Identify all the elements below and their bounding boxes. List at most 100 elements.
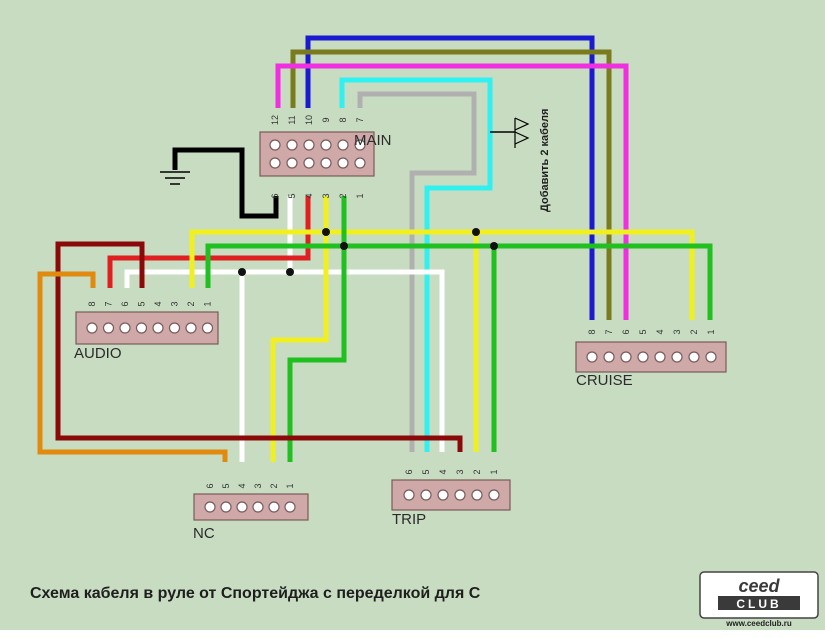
conn-main-pin-number: 10 bbox=[304, 115, 314, 125]
conn-main-pin-number: 1 bbox=[355, 193, 365, 198]
conn-main-pin bbox=[269, 139, 281, 151]
conn-audio-pin-number: 5 bbox=[137, 301, 147, 306]
conn-main-pin-number: 12 bbox=[270, 115, 280, 125]
wire-green bbox=[205, 196, 347, 288]
conn-audio-pin-number: 3 bbox=[170, 301, 180, 306]
junction-dot bbox=[238, 268, 246, 276]
conn-trip-pin-number: 1 bbox=[489, 469, 499, 474]
conn-trip-pin bbox=[420, 489, 432, 501]
conn-audio-pin-number: 1 bbox=[203, 301, 213, 306]
conn-cruise-pin-number: 7 bbox=[604, 329, 614, 334]
logo-word: ceed bbox=[738, 576, 780, 596]
conn-main-pin bbox=[269, 157, 281, 169]
conn-audio-pin bbox=[135, 322, 148, 334]
conn-cruise-pin-number: 4 bbox=[655, 329, 665, 334]
conn-audio-pin bbox=[119, 322, 131, 334]
conn-cruise-body bbox=[575, 341, 727, 373]
conn-nc-pin bbox=[236, 501, 248, 513]
wire-olive bbox=[290, 49, 612, 320]
conn-cruise-pin bbox=[671, 351, 683, 363]
conn-cruise-pin-number: 2 bbox=[689, 329, 699, 334]
added-cables-icon bbox=[514, 117, 530, 148]
conn-main-pin-number: 7 bbox=[355, 117, 365, 122]
conn-audio-pin bbox=[201, 322, 214, 334]
nc-label: NC bbox=[193, 525, 215, 542]
bottom-margin bbox=[0, 630, 825, 638]
conn-main-pin-number: 11 bbox=[287, 115, 297, 124]
junction-dot bbox=[490, 242, 498, 250]
conn-main-pin bbox=[354, 139, 366, 151]
wire-yellow bbox=[189, 196, 329, 288]
conn-main-pin bbox=[303, 157, 315, 169]
wire-green-cruise bbox=[344, 243, 713, 320]
conn-main-pin-number: 9 bbox=[321, 117, 331, 122]
conn-main-pin bbox=[286, 157, 298, 169]
conn-main-pin bbox=[320, 157, 332, 169]
conn-main-pin bbox=[337, 157, 349, 169]
conn-main-pin-number: 8 bbox=[338, 117, 348, 122]
conn-audio-pin-number: 8 bbox=[87, 301, 97, 306]
wire-darkred bbox=[55, 241, 463, 452]
conn-cruise-pin-number: 3 bbox=[672, 329, 682, 334]
wire-yellow-cruise bbox=[326, 229, 695, 320]
conn-nc-pin-number: 2 bbox=[269, 483, 279, 488]
conn-main-body bbox=[259, 131, 375, 177]
junction-dot bbox=[340, 242, 348, 250]
conn-nc-pin-number: 1 bbox=[285, 483, 295, 488]
conn-main-pin bbox=[320, 139, 332, 151]
conn-nc-pin bbox=[220, 501, 232, 513]
conn-audio-pin bbox=[86, 322, 98, 334]
conn-cruise-pin bbox=[688, 351, 700, 363]
conn-trip-pin bbox=[454, 489, 466, 501]
conn-nc-pin-number: 3 bbox=[253, 483, 263, 488]
conn-main-pin bbox=[303, 139, 315, 151]
conn-trip-pin-number: 6 bbox=[404, 469, 414, 474]
main-label: MAIN bbox=[354, 132, 392, 149]
conn-cruise-pin bbox=[654, 351, 666, 363]
conn-trip-pin-number: 2 bbox=[472, 469, 482, 474]
conn-trip-pin bbox=[437, 489, 449, 501]
conn-cruise-pin-number: 8 bbox=[587, 329, 597, 334]
conn-nc-pin bbox=[284, 501, 296, 513]
junction-dot bbox=[472, 228, 480, 236]
conn-nc-pin-number: 6 bbox=[205, 483, 215, 488]
wire-green-nc bbox=[287, 246, 347, 462]
conn-audio-pin-number: 7 bbox=[104, 301, 114, 306]
conn-main-pin bbox=[337, 139, 349, 151]
conn-cruise-pin bbox=[637, 351, 649, 363]
conn-cruise-pin-number: 1 bbox=[706, 329, 716, 334]
conn-cruise-pin bbox=[705, 351, 717, 363]
conn-trip-pin bbox=[403, 489, 415, 501]
conn-trip-pin-number: 4 bbox=[438, 469, 448, 474]
conn-trip-pin bbox=[488, 489, 500, 501]
wire-yellow-nc bbox=[270, 232, 329, 462]
wire-white-to-trip bbox=[290, 269, 445, 452]
conn-main-pin-number: 3 bbox=[321, 193, 331, 198]
diagram-caption: Схема кабеля в руле от Спортейджа с пере… bbox=[30, 585, 481, 602]
ground-icon bbox=[160, 171, 190, 185]
conn-audio-pin bbox=[152, 322, 164, 334]
trip-label: TRIP bbox=[392, 511, 426, 528]
conn-nc-pin bbox=[252, 501, 264, 513]
wire-orange bbox=[37, 271, 228, 462]
conn-cruise-pin-number: 5 bbox=[638, 329, 648, 334]
conn-main-pin-number: 6 bbox=[270, 193, 280, 198]
wire-blue bbox=[305, 35, 595, 320]
conn-main-pin bbox=[286, 139, 298, 151]
wires bbox=[37, 35, 713, 462]
wire-gray bbox=[357, 91, 477, 452]
conn-cruise-pin bbox=[603, 351, 615, 363]
conn-main-pin-number: 5 bbox=[287, 193, 297, 198]
conn-audio-pin bbox=[185, 322, 197, 334]
wire-magenta bbox=[275, 63, 629, 320]
junction-dot bbox=[286, 268, 294, 276]
conn-audio-pin bbox=[102, 322, 115, 334]
audio-label: AUDIO bbox=[74, 345, 122, 362]
conn-nc-pin-number: 5 bbox=[221, 483, 231, 488]
